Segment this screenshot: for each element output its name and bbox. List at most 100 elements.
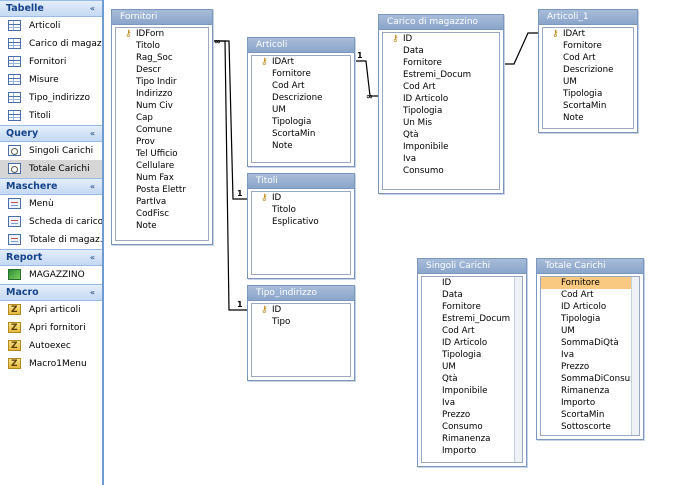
- field-item[interactable]: Descrizione: [272, 93, 323, 103]
- field-item[interactable]: UM: [561, 326, 575, 336]
- field-list-title[interactable]: Carico di magazzino: [379, 15, 503, 30]
- field-item[interactable]: Cod Art: [563, 53, 596, 63]
- field-item[interactable]: Estremi_Docum: [403, 70, 472, 80]
- field-list-title[interactable]: Articoli: [248, 38, 354, 53]
- field-item[interactable]: CodFisc: [136, 209, 169, 219]
- field-item[interactable]: Prezzo: [561, 362, 590, 372]
- field-item[interactable]: Tipologia: [403, 106, 443, 116]
- field-item[interactable]: ID Articolo: [561, 302, 607, 312]
- field-item[interactable]: UM: [442, 362, 456, 372]
- nav-item[interactable]: Carico di magaz...: [0, 35, 102, 53]
- field-item[interactable]: Rimanenza: [561, 386, 610, 396]
- nav-group-header-query[interactable]: Query«: [0, 125, 102, 142]
- nav-item[interactable]: Misure: [0, 71, 102, 89]
- field-item[interactable]: Indirizzo: [136, 89, 173, 99]
- field-item[interactable]: Note: [136, 221, 157, 231]
- nav-group-header-tabelle[interactable]: Tabelle«: [0, 0, 102, 17]
- field-item[interactable]: Fornitore: [563, 41, 602, 51]
- field-item[interactable]: Qtà: [442, 374, 458, 384]
- field-list-title[interactable]: Titoli: [248, 174, 354, 189]
- field-list-title[interactable]: Tipo_indirizzo: [248, 286, 354, 301]
- field-item[interactable]: ScortaMin: [561, 410, 605, 420]
- nav-item[interactable]: Autoexec: [0, 337, 102, 355]
- field-item[interactable]: Importo: [561, 398, 596, 408]
- field-item[interactable]: Importo: [442, 446, 477, 456]
- field-item[interactable]: Qtà: [403, 130, 419, 140]
- field-item[interactable]: Iva: [442, 398, 456, 408]
- field-item[interactable]: Posta Elettr: [136, 185, 186, 195]
- field-item[interactable]: UM: [272, 105, 286, 115]
- nav-item[interactable]: Singoli Carichi: [0, 142, 102, 160]
- key-field[interactable]: ⚷IDForn: [116, 28, 208, 40]
- field-item[interactable]: Fornitore: [403, 58, 442, 68]
- vertical-scrollbar[interactable]: [631, 277, 639, 435]
- vertical-scrollbar[interactable]: [514, 277, 522, 462]
- field-item[interactable]: Cod Art: [403, 82, 436, 92]
- field-item[interactable]: Tel Ufficio: [136, 149, 178, 159]
- field-item[interactable]: Fornitore: [442, 302, 481, 312]
- key-field[interactable]: ⚷IDArt: [543, 28, 633, 40]
- field-item[interactable]: Num Fax: [136, 173, 174, 183]
- key-field[interactable]: ⚷ID: [252, 192, 350, 204]
- field-item[interactable]: Iva: [403, 154, 417, 164]
- field-item[interactable]: ID Articolo: [442, 338, 488, 348]
- field-item[interactable]: Consumo: [442, 422, 483, 432]
- key-field[interactable]: ⚷ID: [252, 304, 350, 316]
- field-item[interactable]: Prov: [136, 137, 155, 147]
- field-item[interactable]: Fornitore: [272, 69, 311, 79]
- field-item[interactable]: Fornitore: [541, 277, 639, 289]
- nav-item[interactable]: MAGAZZINO: [0, 266, 102, 284]
- field-item[interactable]: Tipologia: [442, 350, 482, 360]
- nav-group-header-macro[interactable]: Macro«: [0, 284, 102, 301]
- nav-item[interactable]: Apri articoli: [0, 301, 102, 319]
- nav-group-header-report[interactable]: Report«: [0, 249, 102, 266]
- field-item[interactable]: SommaDiQtà: [561, 338, 619, 348]
- field-item[interactable]: SommaDiConsumo: [561, 374, 640, 384]
- field-item[interactable]: Tipologia: [272, 117, 312, 127]
- relationship-line-fornitori-titoli[interactable]: [213, 40, 247, 200]
- field-item[interactable]: Data: [403, 46, 424, 56]
- field-item[interactable]: Cod Art: [442, 326, 475, 336]
- field-list-title[interactable]: Totale Carichi: [537, 259, 643, 274]
- field-item[interactable]: Imponibile: [442, 386, 488, 396]
- key-field[interactable]: ⚷IDArt: [252, 56, 350, 68]
- nav-item[interactable]: Articoli: [0, 17, 102, 35]
- field-item[interactable]: Sottoscorte: [561, 422, 611, 432]
- nav-item[interactable]: Totale Carichi: [0, 160, 102, 178]
- field-item[interactable]: Rag_Soc: [136, 53, 173, 63]
- field-item[interactable]: Cod Art: [272, 81, 305, 91]
- field-item[interactable]: Un Mis: [403, 118, 433, 128]
- field-item[interactable]: Esplicativo: [272, 217, 319, 227]
- collapse-chevron-icon[interactable]: «: [89, 4, 95, 13]
- field-item[interactable]: Titolo: [136, 41, 160, 51]
- field-item[interactable]: Tipologia: [561, 314, 601, 324]
- nav-item[interactable]: Totale di magaz...: [0, 231, 102, 249]
- field-list-title[interactable]: Fornitori: [112, 10, 212, 25]
- relationship-line-articoli-carico[interactable]: [355, 60, 378, 97]
- field-item[interactable]: Tipologia: [563, 89, 603, 99]
- relationship-line-carico-articoli1[interactable]: [504, 32, 538, 65]
- field-item[interactable]: Num Civ: [136, 101, 173, 111]
- field-item[interactable]: Tipo: [272, 317, 291, 327]
- collapse-chevron-icon[interactable]: «: [89, 129, 95, 138]
- nav-item[interactable]: Macro1Menu: [0, 355, 102, 373]
- key-field[interactable]: ⚷ID: [383, 33, 499, 45]
- collapse-chevron-icon[interactable]: «: [89, 288, 95, 297]
- field-item[interactable]: Cap: [136, 113, 153, 123]
- collapse-chevron-icon[interactable]: «: [89, 182, 95, 191]
- nav-item[interactable]: Apri fornitori: [0, 319, 102, 337]
- field-item[interactable]: Titolo: [272, 205, 296, 215]
- field-list-title[interactable]: Articoli_1: [539, 10, 637, 25]
- field-item[interactable]: Descr: [136, 65, 161, 75]
- nav-item[interactable]: Scheda di carico: [0, 213, 102, 231]
- field-item[interactable]: UM: [563, 77, 577, 87]
- field-item[interactable]: Cod Art: [561, 290, 594, 300]
- field-item[interactable]: PartIva: [136, 197, 167, 207]
- field-item[interactable]: Note: [272, 141, 293, 151]
